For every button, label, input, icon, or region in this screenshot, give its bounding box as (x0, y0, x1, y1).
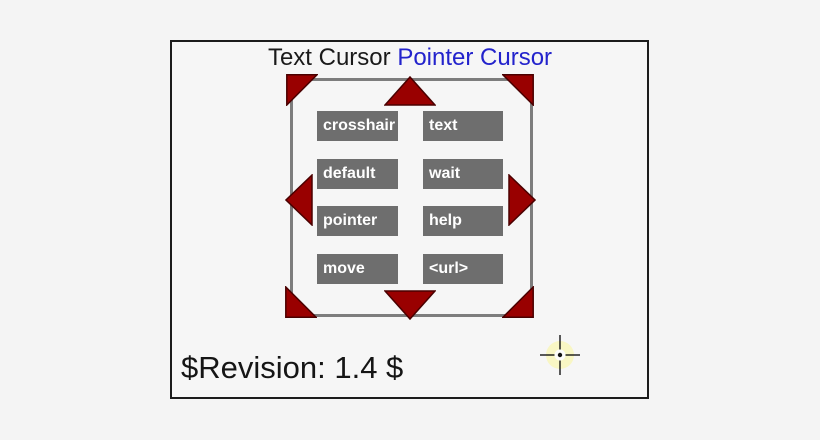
arrow-right-icon[interactable] (508, 174, 536, 226)
arrow-top-right-icon[interactable] (502, 74, 534, 106)
pointer-cursor-link[interactable]: Pointer Cursor (397, 44, 553, 71)
cursor-button-default[interactable]: default (317, 159, 398, 189)
arrow-top-left-icon[interactable] (286, 74, 318, 106)
arrow-bottom-right-icon[interactable] (502, 286, 534, 318)
cursor-button-help[interactable]: help (423, 206, 503, 236)
arrow-up-icon[interactable] (384, 76, 436, 106)
text-cursor-link[interactable]: Text Cursor (267, 44, 391, 71)
cursor-button-pointer[interactable]: pointer (317, 206, 398, 236)
cursor-button-url[interactable]: <url> (423, 254, 503, 284)
revision-text: $Revision: 1.4 $ (181, 350, 404, 385)
cursor-button-text[interactable]: text (423, 111, 503, 141)
title-bar: Text Cursor Pointer Cursor (171, 44, 649, 72)
arrow-down-icon[interactable] (384, 290, 436, 320)
arrow-left-icon[interactable] (285, 174, 313, 226)
cursor-button-move[interactable]: move (317, 254, 398, 284)
arrow-bottom-left-icon[interactable] (285, 286, 317, 318)
cursor-button-wait[interactable]: wait (423, 159, 503, 189)
cursor-button-crosshair[interactable]: crosshair (317, 111, 398, 141)
crosshair-cursor-icon (540, 335, 580, 375)
